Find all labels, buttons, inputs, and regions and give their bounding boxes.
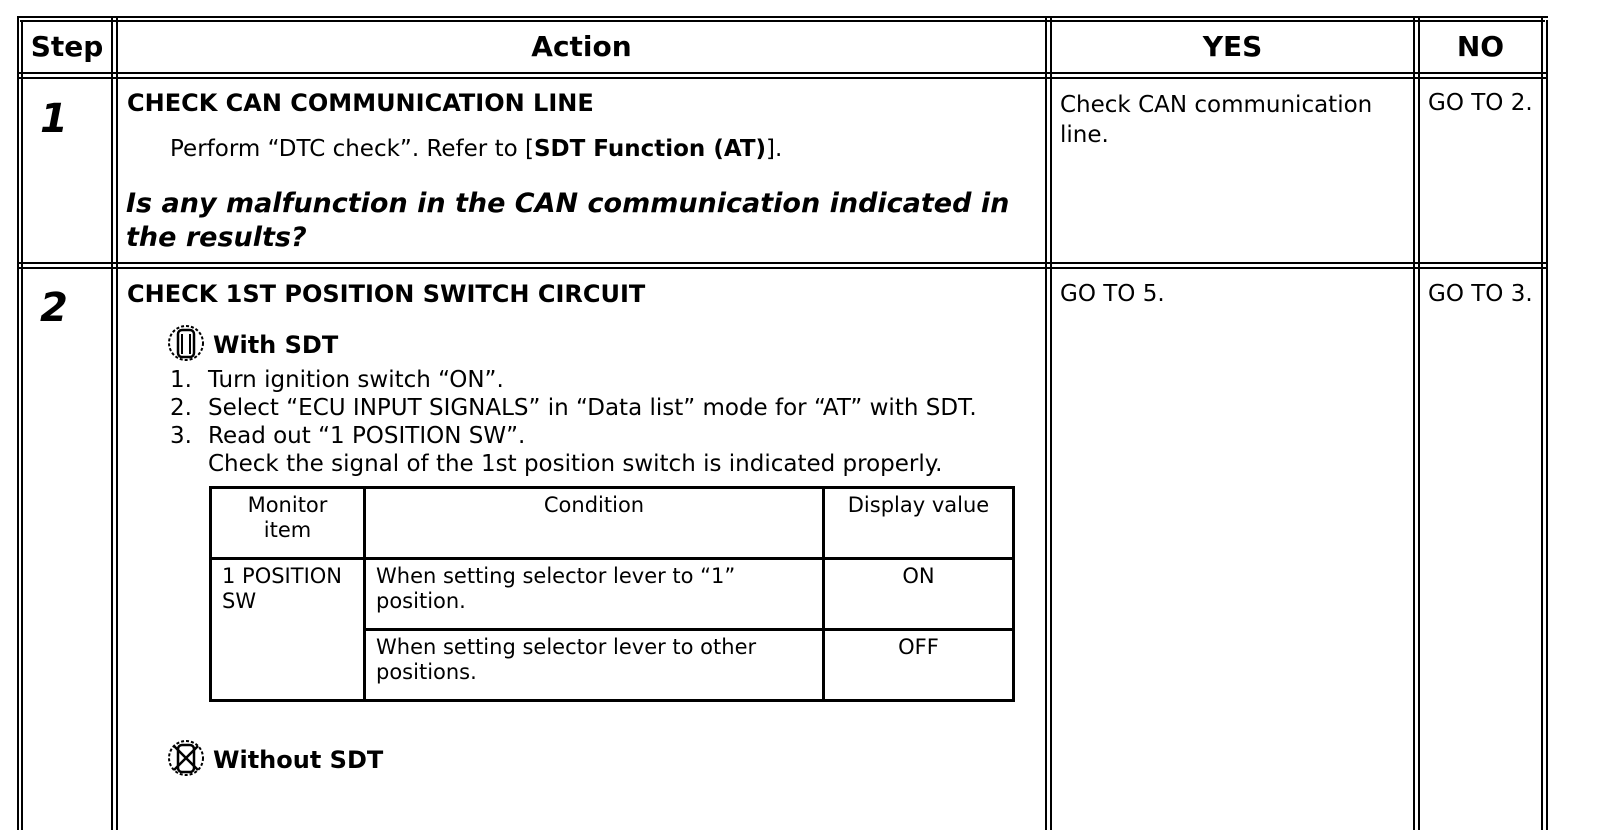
rule <box>116 16 118 830</box>
header-action: Action <box>531 30 632 63</box>
list-item: 2. Select “ECU INPUT SIGNALS” in “Data li… <box>170 394 977 422</box>
table-header-cell: Monitor item <box>209 486 366 560</box>
check-text: Check the signal of the 1st position swi… <box>208 451 943 477</box>
condition-cell: When setting selector lever to other pos… <box>363 628 825 702</box>
rule <box>1413 16 1415 830</box>
cell-text: When setting selector lever to “1” <box>376 564 736 588</box>
rule <box>1418 16 1420 830</box>
header-text: Monitor <box>247 493 328 517</box>
no-action: GO TO 2. <box>1428 90 1533 116</box>
no-sdt-tool-icon <box>167 739 207 781</box>
no-action: GO TO 3. <box>1428 281 1533 307</box>
table-row: When setting selector lever to other pos… <box>211 628 1015 702</box>
table-header-row: Monitor item Condition Display value <box>209 486 1015 560</box>
with-sdt-heading: With SDT <box>167 324 338 366</box>
rule <box>1546 20 1548 830</box>
reference-link[interactable]: SDT Function (AT) <box>533 136 767 162</box>
rule <box>21 20 23 830</box>
header-yes: YES <box>1202 30 1263 63</box>
sdt-tool-icon <box>167 324 207 366</box>
yes-line: line. <box>1060 122 1109 148</box>
rule <box>1541 16 1543 830</box>
question: Is any malfunction in the CAN communicat… <box>126 187 1009 255</box>
step-number: 1 <box>40 96 68 142</box>
step-title: CHECK CAN COMMUNICATION LINE <box>127 89 594 117</box>
without-sdt-heading: Without SDT <box>167 739 383 781</box>
yes-line: Check CAN communication <box>1060 92 1373 118</box>
without-sdt-label: Without SDT <box>213 746 384 774</box>
cell-text: position. <box>376 589 466 613</box>
rule <box>111 16 113 830</box>
monitor-table: Monitor item Condition Display value 1 P… <box>209 486 1015 702</box>
cell-text: 1 POSITION <box>222 564 343 588</box>
instruction-text: ]. <box>766 136 783 162</box>
rule <box>20 20 1545 22</box>
question-line: the results? <box>126 222 307 253</box>
condition-cell: When setting selector lever to “1” posit… <box>363 557 825 631</box>
with-sdt-label: With SDT <box>213 331 339 359</box>
monitor-item-cell: 1 POSITION SW <box>209 557 366 702</box>
rule <box>17 262 1548 264</box>
header-no: NO <box>1456 30 1505 63</box>
question-line: Is any malfunction in the CAN communicat… <box>126 188 1010 219</box>
list-item: 3. Read out “1 POSITION SW”. <box>170 422 977 450</box>
rule <box>17 16 19 830</box>
yes-action: GO TO 5. <box>1060 281 1165 307</box>
step-title: CHECK 1ST POSITION SWITCH CIRCUIT <box>127 280 646 308</box>
list-number: 1. <box>170 367 192 393</box>
yes-action: Check CAN communication line. <box>1060 90 1372 150</box>
list-number: 2. <box>170 395 192 421</box>
table-row: 1 POSITION SW When setting selector leve… <box>209 557 1015 702</box>
step-number: 2 <box>40 285 68 331</box>
list-item: 1. Turn ignition switch “ON”. <box>170 366 977 394</box>
rule <box>17 77 1548 79</box>
instruction-text: Perform “DTC check”. Refer to [ <box>170 136 534 162</box>
value-cell: ON <box>822 557 1015 631</box>
list-number: 3. <box>170 423 192 449</box>
cell-text: When setting selector lever to other <box>376 635 757 659</box>
rule <box>1050 16 1052 830</box>
cell-text: SW <box>222 589 257 613</box>
table-header-cell: Display value <box>822 486 1015 560</box>
procedure-list: 1. Turn ignition switch “ON”. 2. Select “E… <box>170 366 977 478</box>
rule <box>17 267 1548 269</box>
instruction: Perform “DTC check”. Refer to [SDT Funct… <box>170 136 782 162</box>
list-text: Turn ignition switch “ON”. <box>208 367 504 393</box>
cell-text: positions. <box>376 660 477 684</box>
rule <box>1045 16 1047 830</box>
table-header-cell: Condition <box>363 486 825 560</box>
header-step: Step <box>30 30 104 63</box>
header-text: item <box>263 518 312 542</box>
list-text: Read out “1 POSITION SW”. <box>208 423 526 449</box>
rule <box>17 16 1548 18</box>
rule <box>17 72 1548 74</box>
value-cell: OFF <box>822 628 1015 702</box>
list-text: Select “ECU INPUT SIGNALS” in “Data list… <box>208 395 977 421</box>
